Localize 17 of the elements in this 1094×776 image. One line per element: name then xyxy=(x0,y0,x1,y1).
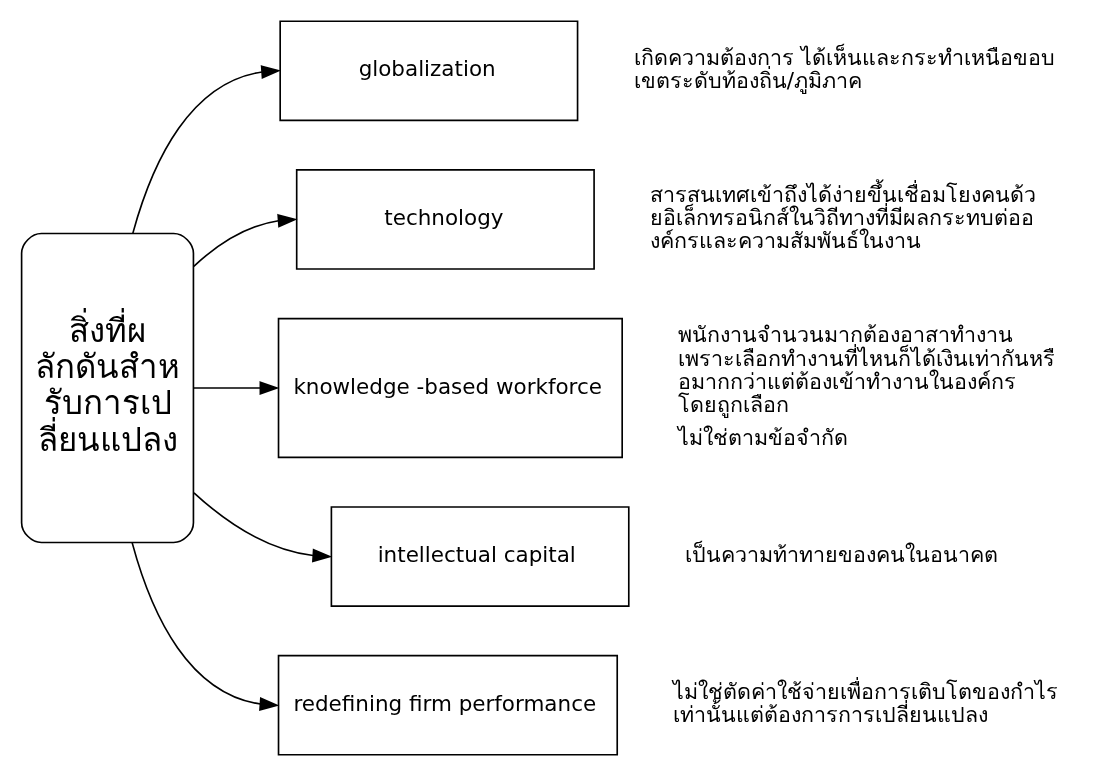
node-box: intellectual capital xyxy=(330,506,630,607)
node-label: พนักงานจำนวนมากต้องอาสาทำงาน เพราะเลือกทำงานที่ไหนก็ได้เงินเท่ากันหรือมากกว่าแต่ต้องเข้าทำงานในองค์กร โดยถูกเลือก xyxy=(678,322,1056,417)
arrow xyxy=(192,381,280,395)
arrow xyxy=(193,492,333,563)
arrow xyxy=(132,65,281,234)
node-label: ไม่ใช่ตามข้อจำกัด xyxy=(678,424,849,450)
node-label: ไม่ใช่ตัดค่าใช้จ่ายเพื่อการเติบโตของกำไรเท่านั้นแต่ต้องการการเปลี่ยนแปลง xyxy=(673,679,1059,728)
node-label: สารสนเทศเข้าถึงได้ง่ายขึ้นเชื่อมโยงคนด้วยอิเล็กทรอนิกส์ในวิถีทางที่มีผลกระทบต่อองค์กรและความสัมพันธ์ในงาน xyxy=(650,181,1037,254)
node-label: เกิดความต้องการ ได้เห็นและกระทำเหนือขอบเขตระดับท้องถิ่น/ภูมิภาค xyxy=(633,44,1055,93)
node-box: knowledge -based workforce xyxy=(277,317,623,459)
node-label: เป็นความท้าทายของคนในอนาคต xyxy=(684,542,998,568)
node-box: สิ่งที่ผลักดันสำหรับการเปลี่ยนแปลง xyxy=(20,232,195,544)
node-box: redefining firm performance xyxy=(277,654,619,756)
arrow xyxy=(131,542,280,711)
node-box: globalization xyxy=(279,20,579,122)
arrow xyxy=(192,213,298,268)
node-box: technology xyxy=(295,169,595,270)
